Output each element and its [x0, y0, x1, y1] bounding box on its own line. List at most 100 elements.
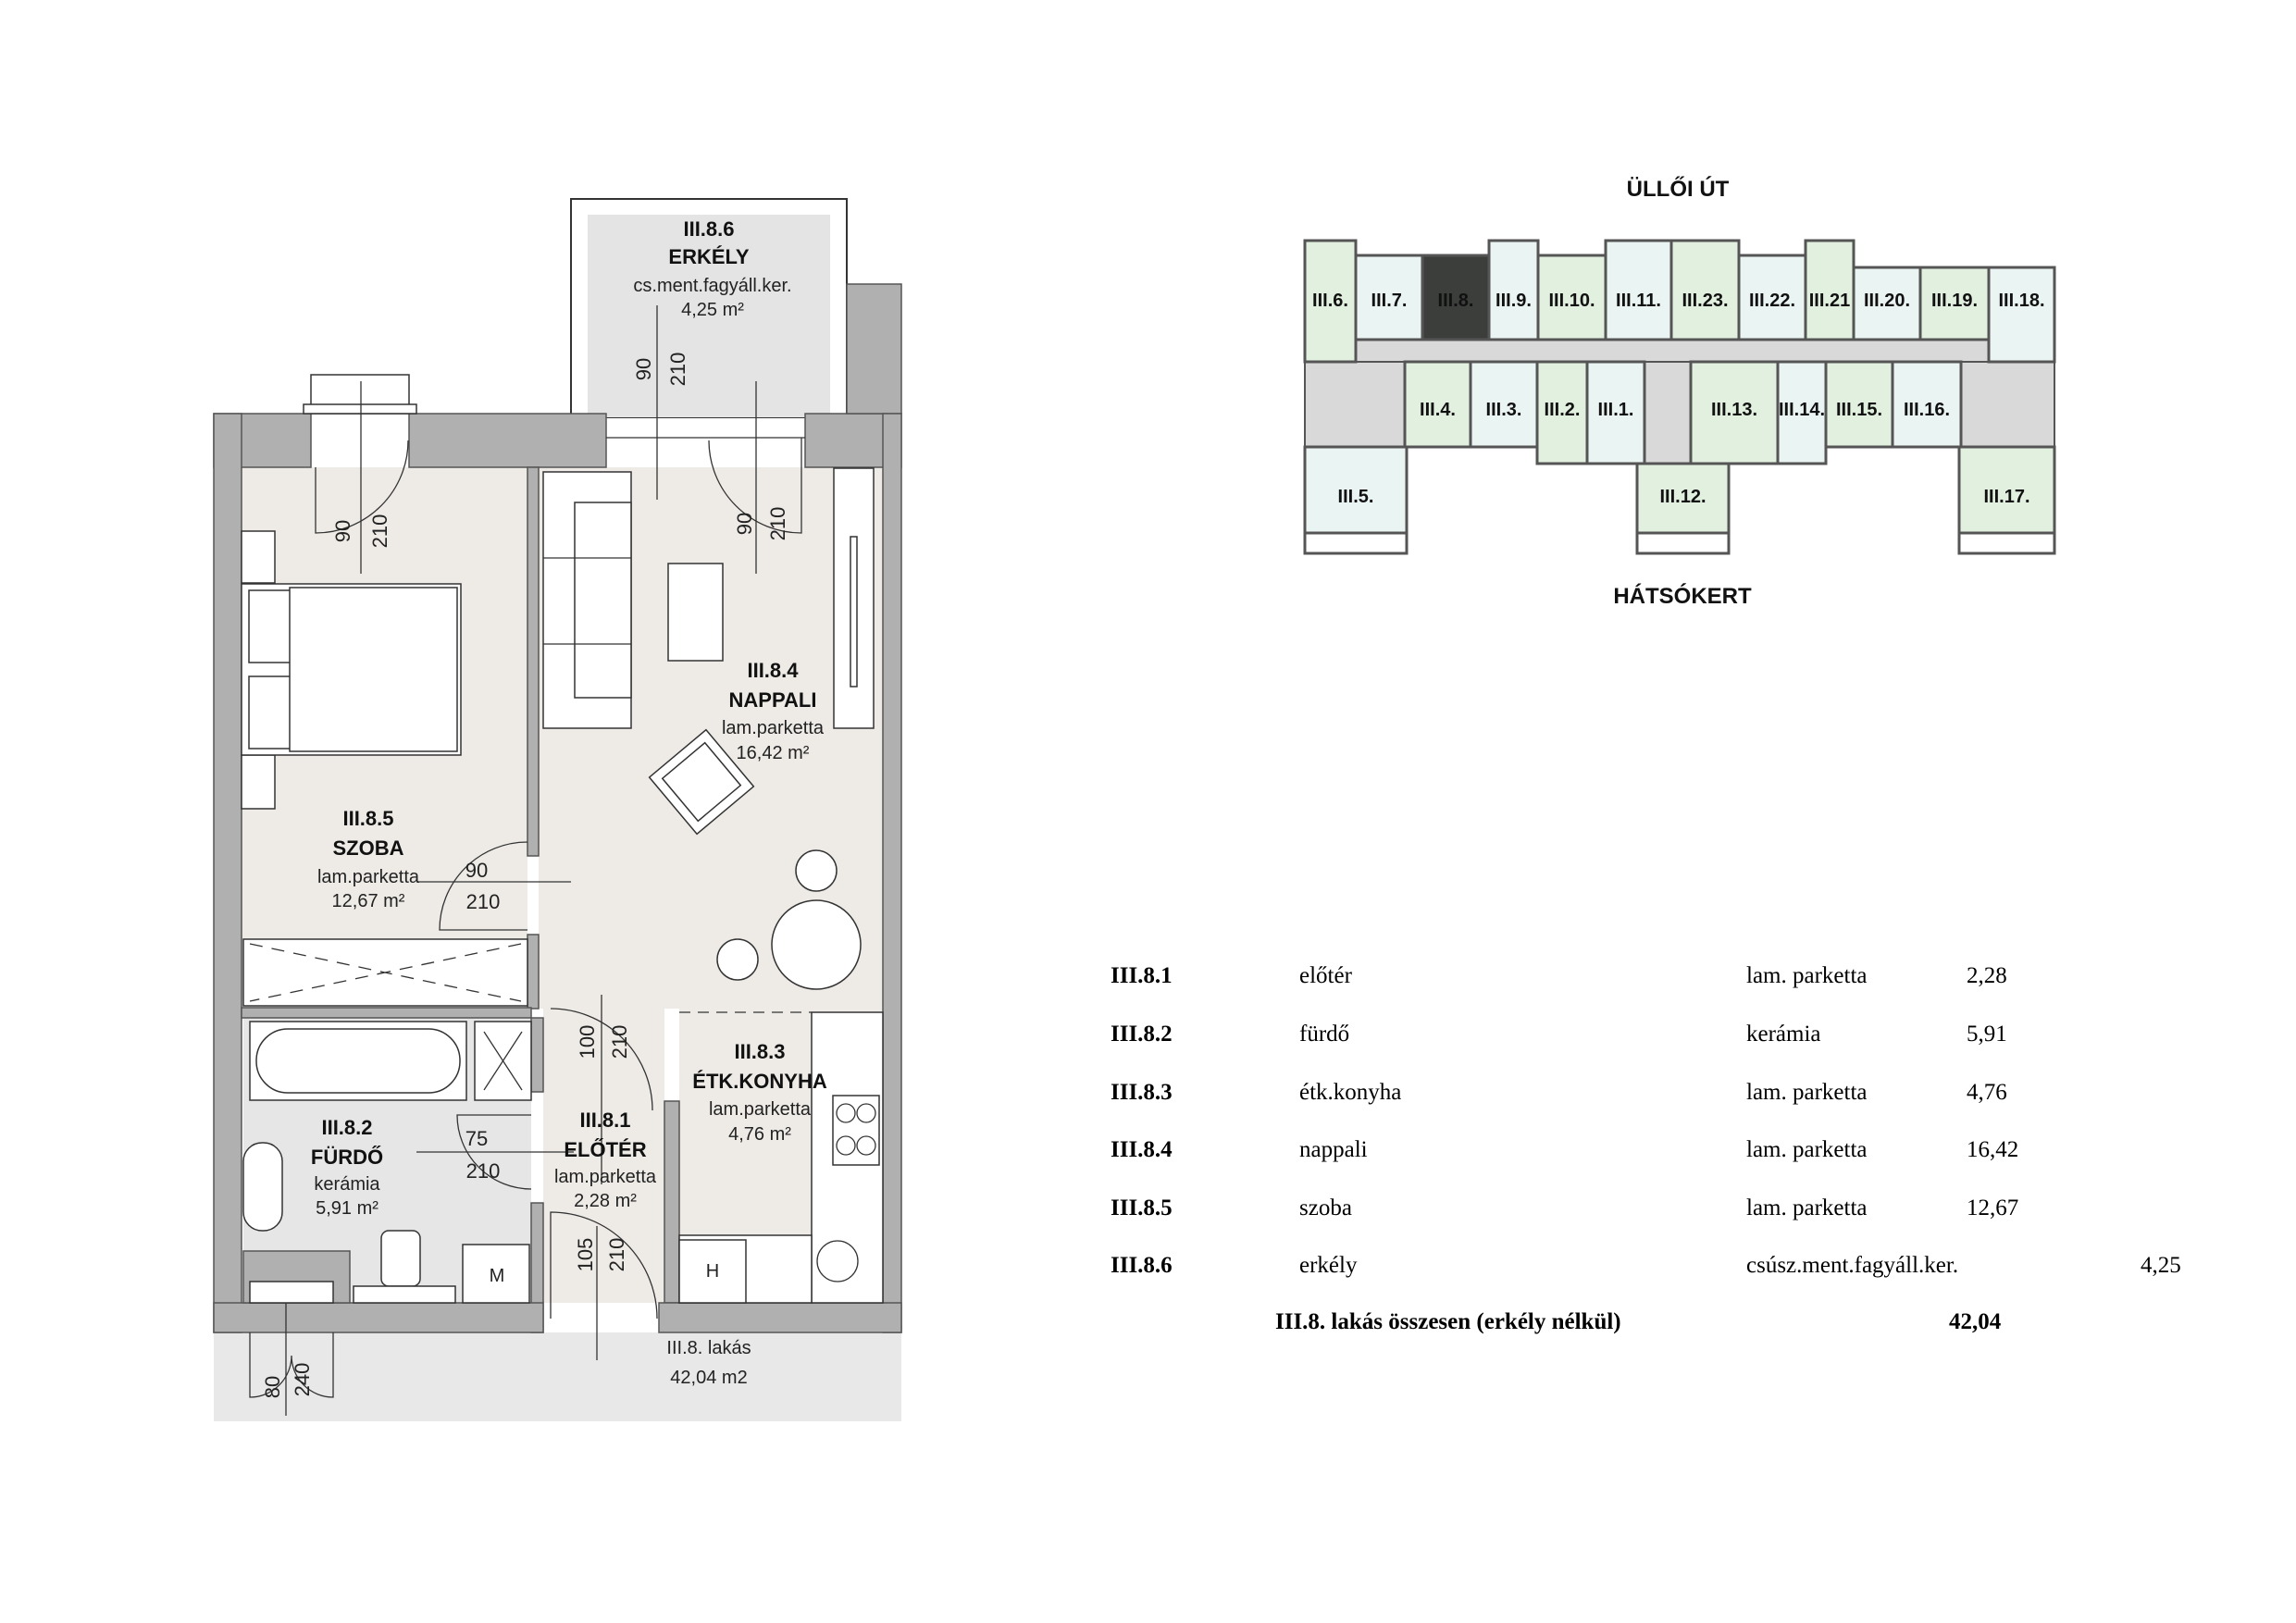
tv	[850, 536, 858, 688]
dim-balcony-door-width: 90	[632, 358, 655, 380]
boiler	[249, 1281, 334, 1304]
burner	[836, 1135, 856, 1156]
key-plan: ÜLLŐI ÚT III.6.III.7.III.8.III.9.III.10.…	[1303, 176, 2056, 609]
key-balcony	[1303, 531, 1409, 555]
table-cell-area: 4,76	[1967, 1080, 2007, 1105]
key-unit	[1585, 360, 1646, 465]
dining-chair	[795, 849, 838, 892]
key-unit-label: III.16.	[1904, 400, 1950, 420]
burner	[856, 1135, 876, 1156]
living-code: III.8.4	[747, 659, 799, 682]
key-unit-label: III.1.	[1598, 400, 1634, 420]
key-unit	[1957, 445, 2056, 535]
table-cell-code: III.8.6	[1111, 1253, 1173, 1278]
table-cell-code: III.8.1	[1111, 963, 1173, 988]
burner	[836, 1103, 856, 1123]
kitchen-door-swing	[550, 1008, 653, 1111]
kitchen-area: 4,76 m²	[728, 1124, 791, 1145]
fridge	[678, 1239, 747, 1304]
dining-chair	[716, 938, 759, 981]
shower-drain	[483, 1031, 523, 1091]
key-unit-label: III.8.	[1438, 291, 1474, 311]
wall-right	[882, 413, 902, 1333]
key-unit-label: III.12.	[1659, 487, 1706, 507]
hall-code: III.8.1	[579, 1109, 630, 1132]
key-unit	[1804, 239, 1855, 341]
table-cell-floor: lam. parketta	[1746, 1080, 1868, 1105]
key-unit-label: III.23.	[1682, 291, 1728, 311]
dim-living-window-width: 90	[733, 513, 756, 535]
dim-bedroom-window-height: 210	[368, 514, 391, 549]
total-value: 42,04	[1949, 1309, 2002, 1334]
dim-bedroom-window-width: 90	[331, 520, 354, 542]
key-unit-label: III.21	[1809, 291, 1850, 311]
dim-terrace-door-height: 240	[291, 1363, 314, 1397]
key-unit	[1737, 254, 1807, 341]
table-cell-floor: lam. parketta	[1746, 963, 1868, 988]
wall-kitchen-left	[664, 1100, 680, 1304]
terrace-floor	[214, 1332, 901, 1421]
dim-bathroom-door-height: 210	[466, 1159, 501, 1183]
table-cell-floor: lam. parketta	[1746, 1137, 1868, 1162]
dim-bedroom-door-height: 210	[466, 890, 501, 913]
kitchen-code: III.8.3	[734, 1040, 785, 1063]
dim-terrace-door-width: 80	[261, 1376, 284, 1398]
table-cell-area: 12,67	[1967, 1196, 2018, 1220]
key-unit	[1303, 239, 1358, 364]
table-cell-code: III.8.2	[1111, 1022, 1173, 1047]
toilet	[380, 1230, 421, 1287]
wall-right-pier	[846, 283, 902, 415]
key-unit-label: III.19.	[1931, 291, 1978, 311]
table-cell-area: 2,28	[1967, 963, 2007, 988]
key-unit	[1303, 445, 1409, 535]
table-cell-area: 4,25	[2141, 1253, 2181, 1278]
bathroom-door-swing	[456, 1114, 532, 1190]
table-cell-room: erkély	[1299, 1253, 1358, 1278]
pillow-top	[248, 589, 294, 663]
table-cell-code: III.8.3	[1111, 1080, 1173, 1105]
key-units: III.6.III.7.III.8.III.9.III.10.III.11.II…	[1303, 239, 2056, 555]
duvet	[289, 587, 458, 752]
key-unit-selected	[1421, 254, 1491, 341]
sink	[816, 1240, 859, 1282]
wall-bottom-left	[213, 1302, 544, 1333]
burner	[856, 1103, 876, 1123]
key-balcony	[1635, 531, 1731, 555]
table-cell-room: szoba	[1299, 1196, 1352, 1220]
balcony-area: 4,25 m²	[681, 300, 744, 320]
key-unit-label: III.18.	[1998, 291, 2044, 311]
wall-left	[213, 413, 242, 1333]
area-table: III.8. lakás összesen (erkély nélkül) 42…	[1111, 963, 2181, 1334]
table-cell-room: étk.konyha	[1299, 1080, 1401, 1105]
table-cell-area: 5,91	[1967, 1022, 2007, 1047]
dim-living-window-height: 210	[766, 507, 789, 541]
entrance-door-swing	[550, 1211, 658, 1319]
apartment-name: III.8. lakás	[666, 1338, 751, 1358]
key-unit	[1604, 239, 1673, 341]
key-unit-label: III.3.	[1486, 400, 1522, 420]
apartment-plan: III.8.6 ERKÉLY cs.ment.fagyáll.ker. 4,25…	[213, 198, 902, 1421]
key-unit-label: III.5.	[1338, 487, 1374, 507]
dim-kitchen-door-height: 210	[608, 1025, 631, 1059]
dim-kitchen-door-width: 100	[576, 1025, 599, 1059]
bathtub-basin	[255, 1028, 461, 1094]
key-unit-label: III.13.	[1711, 400, 1757, 420]
key-balcony	[1957, 531, 2056, 555]
hall-floor	[543, 1009, 664, 1303]
table-cell-area: 16,42	[1967, 1137, 2018, 1162]
sofa-seat	[574, 502, 632, 699]
bedroom-window-frame	[303, 403, 417, 415]
nightstand-bottom	[241, 754, 276, 810]
balcony-name: ERKÉLY	[668, 245, 750, 268]
key-unit-label: III.15.	[1836, 400, 1882, 420]
kitchen-name: ÉTK.KONYHA	[692, 1070, 827, 1093]
key-unit	[1776, 360, 1828, 465]
key-stair	[1644, 361, 1692, 465]
key-unit-label: III.7.	[1371, 291, 1408, 311]
wardrobe-hatch	[249, 943, 522, 1002]
key-unit	[1669, 239, 1741, 341]
key-unit	[1918, 266, 1991, 341]
key-corridor	[1304, 339, 2055, 363]
bedroom-floor-type: lam.parketta	[317, 867, 420, 887]
key-unit-label: III.4.	[1420, 400, 1456, 420]
